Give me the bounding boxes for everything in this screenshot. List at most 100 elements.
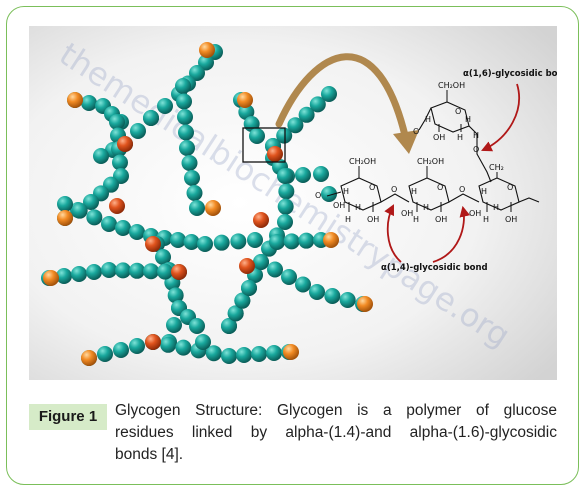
- alpha-14-arrow-left: [384, 204, 402, 263]
- figure-label-badge: Figure 1: [29, 404, 107, 430]
- svg-text:H: H: [355, 203, 361, 212]
- glucose-bead: [129, 224, 145, 240]
- svg-text:O: O: [437, 183, 443, 192]
- svg-text:CH₂: CH₂: [489, 163, 504, 172]
- glucose-bead: [339, 292, 356, 308]
- glucose-bead: [281, 269, 297, 285]
- caption-line-1: Glycogen Structure: Glycogen is a polyme…: [115, 402, 557, 419]
- glucose-bead: [195, 334, 211, 350]
- svg-text:H: H: [457, 133, 463, 142]
- glucose-bead: [117, 136, 133, 152]
- glucose-bead: [238, 104, 255, 120]
- glucose-bead: [129, 262, 145, 279]
- glucose-bead: [112, 154, 128, 171]
- glucose-bead: [145, 236, 161, 252]
- glucose-bead: [277, 168, 293, 184]
- glucose-bead: [267, 261, 283, 278]
- glucose-bead: [278, 183, 295, 200]
- glucose-bead: [97, 346, 113, 362]
- glucose-bead: [321, 86, 337, 102]
- alpha-14-arrow-right: [432, 205, 471, 263]
- glucose-bead: [143, 263, 159, 280]
- svg-text:H: H: [343, 187, 349, 196]
- glucose-bead: [171, 264, 187, 280]
- svg-text:O: O: [459, 185, 465, 194]
- svg-text:H: H: [345, 215, 351, 224]
- glucose-bead: [93, 148, 109, 164]
- glucose-bead: [253, 254, 269, 270]
- glucose-bead: [176, 93, 192, 110]
- glucose-bead: [143, 110, 159, 126]
- svg-text:OH: OH: [333, 201, 345, 210]
- glucose-bead: [309, 284, 325, 300]
- glucose-bead: [157, 263, 173, 280]
- figure-caption: Glycogen Structure: Glycogen is a polyme…: [115, 400, 557, 466]
- glucose-bead: [115, 220, 131, 236]
- glucose-bead: [177, 109, 193, 125]
- svg-text:O: O: [369, 183, 375, 192]
- glucose-bead: [113, 342, 129, 358]
- glucose-bead: [205, 200, 221, 216]
- glucose-bead: [71, 266, 87, 282]
- glucose-bead: [266, 345, 282, 361]
- glucose-bead: [298, 106, 315, 123]
- svg-text:OH: OH: [433, 133, 445, 142]
- svg-text:O: O: [473, 145, 479, 154]
- glucose-bead: [130, 123, 146, 139]
- glucose-bead: [166, 317, 182, 333]
- glucose-bead: [67, 92, 83, 108]
- alpha-14-label: α(1,4)-glycosidic bond: [381, 263, 488, 273]
- glucose-bead: [295, 276, 311, 293]
- glucose-bead: [115, 262, 131, 279]
- svg-text:O: O: [507, 183, 513, 192]
- glucose-bead: [183, 234, 200, 250]
- glucose-bead: [175, 339, 192, 356]
- glucose-bead: [155, 249, 171, 265]
- glucose-bead: [241, 280, 257, 296]
- glucose-bead: [56, 268, 72, 284]
- glucose-bead: [313, 166, 329, 182]
- svg-text:H: H: [411, 187, 417, 196]
- glucose-bead: [295, 167, 311, 183]
- svg-text:H: H: [465, 115, 471, 124]
- glucose-bead: [57, 210, 73, 226]
- glucose-bead: [81, 95, 97, 111]
- glycogen-bead-chains: [41, 42, 373, 366]
- glucose-bead: [101, 216, 117, 232]
- glucose-bead: [198, 54, 214, 71]
- glucose-bead: [205, 345, 222, 362]
- svg-text:OH: OH: [367, 215, 379, 224]
- glucose-bead: [145, 334, 161, 350]
- glucose-bead: [86, 264, 102, 280]
- glucose-bead: [199, 42, 215, 58]
- glucose-bead: [167, 287, 184, 304]
- svg-text:OH: OH: [401, 209, 413, 218]
- svg-text:H: H: [423, 203, 429, 212]
- svg-text:OH: OH: [505, 215, 517, 224]
- svg-text:O: O: [315, 191, 321, 200]
- svg-text:CH₂OH: CH₂OH: [417, 157, 444, 166]
- svg-text:O: O: [391, 185, 397, 194]
- glucose-bead: [129, 338, 145, 354]
- alpha-16-label: α(1,6)-glycosidic bond: [463, 69, 557, 79]
- zoom-box: [242, 127, 286, 163]
- caption-line-3: bonds [4].: [115, 446, 184, 463]
- glucose-bead: [283, 344, 299, 360]
- glucose-bead: [221, 318, 237, 334]
- glucose-bead: [170, 232, 186, 248]
- glucose-bead: [298, 232, 315, 249]
- glucose-bead: [189, 318, 205, 334]
- glucose-bead: [197, 236, 213, 252]
- svg-text:H: H: [473, 131, 479, 140]
- glucose-bead: [109, 198, 125, 214]
- glucose-bead: [57, 196, 73, 212]
- svg-text:CH₂OH: CH₂OH: [349, 157, 376, 166]
- svg-text:H: H: [481, 187, 487, 196]
- figure-image: themedicalbiochemistrypage.org CH₂OH O H: [29, 26, 557, 380]
- glucose-bead: [175, 78, 191, 94]
- figure-caption-row: Figure 1 Glycogen Structure: Glycogen is…: [29, 398, 557, 472]
- svg-text:O: O: [455, 107, 461, 116]
- glucose-bead: [221, 348, 237, 364]
- glucose-bead: [309, 96, 326, 113]
- glucose-bead: [109, 114, 125, 130]
